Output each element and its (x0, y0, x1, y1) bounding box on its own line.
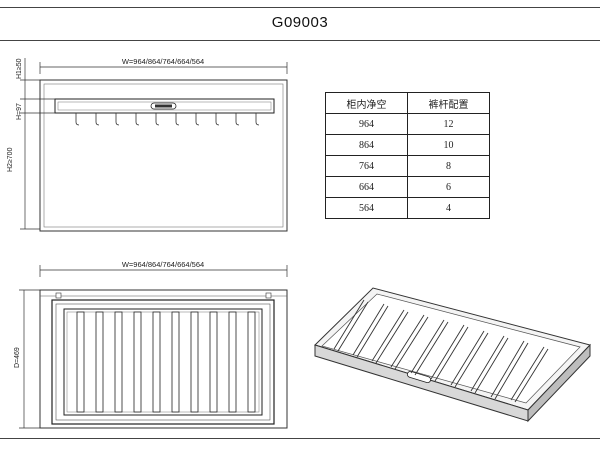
iso-brand-badge (406, 370, 432, 384)
table-row: 764 8 (325, 155, 490, 177)
table-cell: 964 (325, 113, 408, 135)
bottom-border-line (0, 438, 600, 439)
table-cell: 4 (407, 197, 490, 219)
plan-tray-outer (51, 299, 275, 425)
table-cell: 564 (325, 197, 408, 219)
table-row: 664 6 (325, 176, 490, 198)
title-divider-line (0, 40, 600, 41)
table-cell: 664 (325, 176, 408, 198)
width-dimension-label-top: W=964/864/764/664/564 (122, 57, 204, 66)
table-cell: 6 (407, 176, 490, 198)
h2-label: H2≥700 (7, 147, 14, 172)
table-header-cell: 裤杆配置 (407, 92, 490, 114)
h1-label: H1≥50 (16, 58, 23, 79)
table-cell: 12 (407, 113, 490, 135)
table-cell: 8 (407, 155, 490, 177)
table-cell: 864 (325, 134, 408, 156)
plan-rods (76, 311, 256, 413)
table-header-row: 柜内净空 裤杆配置 (325, 92, 490, 114)
plan-cabinet-outline (39, 289, 288, 429)
table-header-cell: 柜内净空 (325, 92, 408, 114)
table-cell: 764 (325, 155, 408, 177)
spec-table: 柜内净空 裤杆配置 964 12 864 10 764 8 664 6 564 … (325, 92, 490, 219)
plan-tray-inner (63, 308, 263, 416)
cabinet-outline (39, 79, 288, 232)
table-cell: 10 (407, 134, 490, 156)
h-bar-label: H=97 (16, 103, 23, 120)
depth-label: D=469 (14, 347, 21, 368)
table-row: 864 10 (325, 134, 490, 156)
table-row: 564 4 (325, 197, 490, 219)
table-row: 964 12 (325, 113, 490, 135)
isometric-view (314, 287, 591, 423)
trouser-hooks (75, 113, 260, 126)
drawing-title: G09003 (271, 14, 329, 31)
width-dimension-label-bottom: W=964/864/764/664/564 (122, 260, 204, 269)
top-border-line (0, 7, 600, 8)
